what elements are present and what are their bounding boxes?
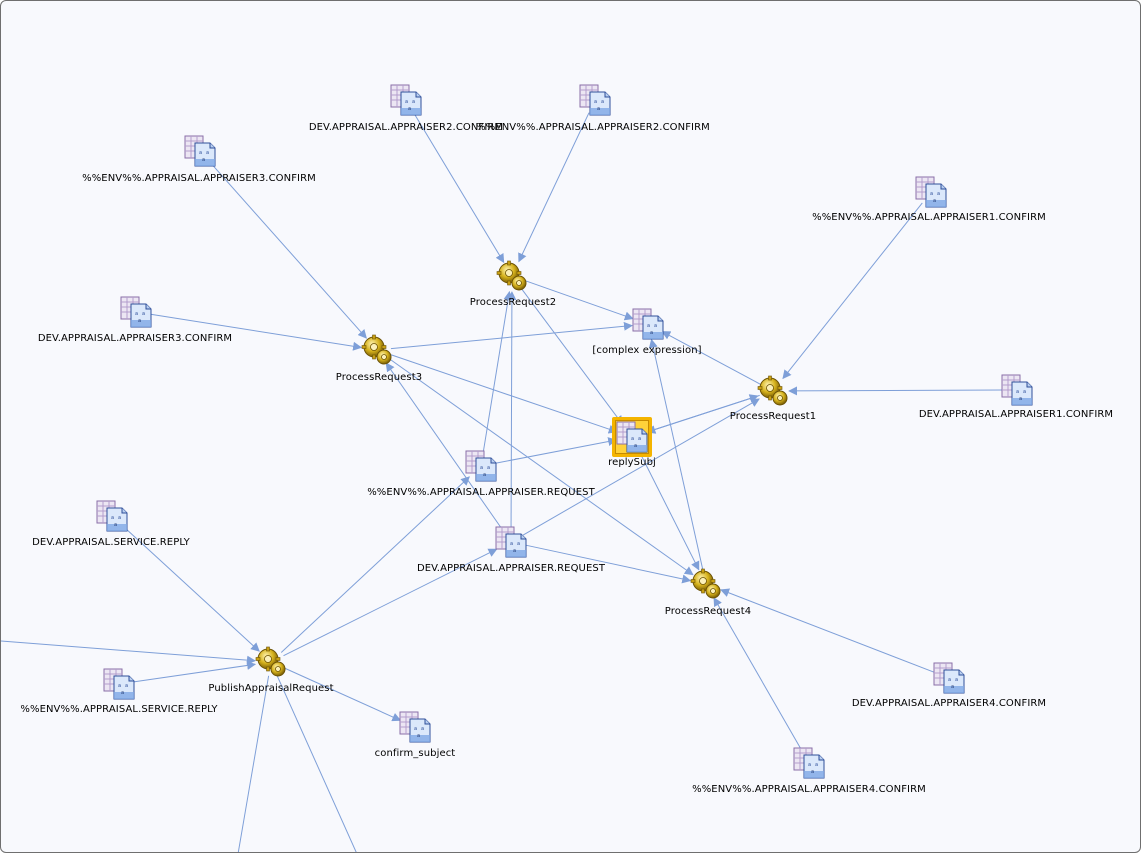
svg-text:a: a [125,683,128,689]
svg-text:a: a [647,323,650,329]
node-label-n9: ProcessRequest1 [729,411,817,422]
edge-n19-n15[interactable] [720,588,937,674]
svg-text:a: a [114,522,117,528]
svg-text:a: a [933,198,936,204]
edge-n3-n8[interactable] [208,161,367,339]
node-label-n18: confirm_subject [374,748,456,759]
svg-text:a: a [1023,389,1026,395]
node-label-n14: DEV.APPRAISAL.APPRAISER.REQUEST [416,563,606,574]
edge-n14-n5[interactable] [507,291,517,529]
edge-n4-n9[interactable] [782,202,923,380]
edge-e_left-n16[interactable] [1,640,256,665]
node-label-n10: DEV.APPRAISAL.APPRAISER1.CONFIRM [918,409,1114,420]
svg-text:a: a [654,323,657,329]
edge-n12-n11[interactable] [494,437,618,464]
edge-n13-n16[interactable] [121,525,260,652]
edge-n14-n15[interactable] [524,544,692,584]
edge-n14-n8[interactable] [385,362,504,531]
svg-text:a: a [1019,396,1022,402]
svg-text:a: a [811,769,814,775]
edge-n9-n7[interactable] [661,331,761,385]
svg-text:a: a [206,150,209,156]
svg-text:a: a [121,690,124,696]
svg-text:a: a [405,99,408,105]
svg-text:a: a [417,733,420,739]
svg-text:a: a [202,157,205,163]
svg-text:a: a [414,726,417,732]
node-label-n17: %%ENV%%.APPRAISAL.SERVICE.REPLY [20,704,218,715]
edge-n16-n18[interactable] [283,667,402,722]
svg-text:a: a [948,677,951,683]
svg-text:a: a [135,311,138,317]
edge-n5-n11[interactable] [519,286,623,425]
node-label-n4: %%ENV%%.APPRAISAL.APPRAISER1.CONFIRM [812,212,1046,223]
edge-n14-n9[interactable] [522,398,760,536]
svg-text:a: a [111,515,114,521]
svg-text:a: a [601,99,604,105]
edge-n1-n5[interactable] [412,111,505,264]
svg-text:a: a [808,762,811,768]
svg-text:a: a [930,191,933,197]
node-label-n7: [complex expression] [592,345,702,356]
svg-text:a: a [951,684,954,690]
svg-text:a: a [138,318,141,324]
node-label-n2: %%ENV%%.APPRAISAL.APPRAISER2.CONFIRM [476,122,710,133]
svg-text:a: a [937,191,940,197]
svg-text:a: a [480,465,483,471]
svg-text:a: a [421,726,424,732]
svg-text:a: a [631,436,634,442]
svg-text:a: a [1016,389,1019,395]
svg-text:a: a [510,541,513,547]
node-label-n3: %%ENV%%.APPRAISAL.APPRAISER3.CONFIRM [82,173,316,184]
svg-text:a: a [638,436,641,442]
edge-n11-n9[interactable] [645,394,759,434]
svg-text:a: a [594,99,597,105]
node-label-n11: replySubj [608,457,656,468]
node-label-n16: PublishAppraisalRequest [208,683,334,694]
node-label-n20: %%ENV%%.APPRAISAL.APPRAISER4.CONFIRM [692,784,926,795]
svg-text:a: a [408,106,411,112]
svg-text:a: a [118,683,121,689]
svg-text:a: a [634,443,637,449]
svg-text:a: a [517,541,520,547]
edge-n11-n15[interactable] [637,449,700,571]
edge-n10-n9[interactable] [788,386,1004,396]
svg-text:a: a [118,515,121,521]
node-label-n12: %%ENV%%.APPRAISAL.APPRAISER.REQUEST [367,487,595,498]
svg-text:a: a [597,106,600,112]
svg-text:a: a [650,330,653,336]
svg-text:a: a [815,762,818,768]
node-label-n13: DEV.APPRAISAL.SERVICE.REPLY [32,537,190,548]
edge-n6-n8[interactable] [149,313,363,351]
svg-text:a: a [199,150,202,156]
svg-text:a: a [483,472,486,478]
edge-n16-n14[interactable] [283,548,498,657]
node-label-n1: DEV.APPRAISAL.APPRAISER2.CONFIRM [308,122,504,133]
svg-text:a: a [487,465,490,471]
svg-text:a: a [142,311,145,317]
edge-n16-n12[interactable] [280,476,470,653]
edge-n2-n5[interactable] [518,112,590,263]
edge-n15-n7[interactable] [648,338,704,571]
edge-n20-n15[interactable] [713,597,803,752]
edge-n16-e_br[interactable] [276,674,357,852]
node-label-n5: ProcessRequest2 [469,297,557,308]
edge-n17-n16[interactable] [132,660,257,683]
edge-n8-n15[interactable] [388,357,694,576]
svg-text:a: a [412,99,415,105]
node-label-n19: DEV.APPRAISAL.APPRAISER4.CONFIRM [851,698,1047,709]
edge-n8-n11[interactable] [390,354,618,434]
node-label-n6: DEV.APPRAISAL.APPRAISER3.CONFIRM [37,333,233,344]
svg-text:a: a [955,677,958,683]
edge-n12-n5[interactable] [482,290,513,453]
node-label-n15: ProcessRequest4 [664,606,752,617]
edge-n5-n7[interactable] [525,280,634,321]
edge-n16-e_bl[interactable] [237,675,270,852]
node-label-n8: ProcessRequest3 [335,372,423,383]
svg-text:a: a [513,548,516,554]
